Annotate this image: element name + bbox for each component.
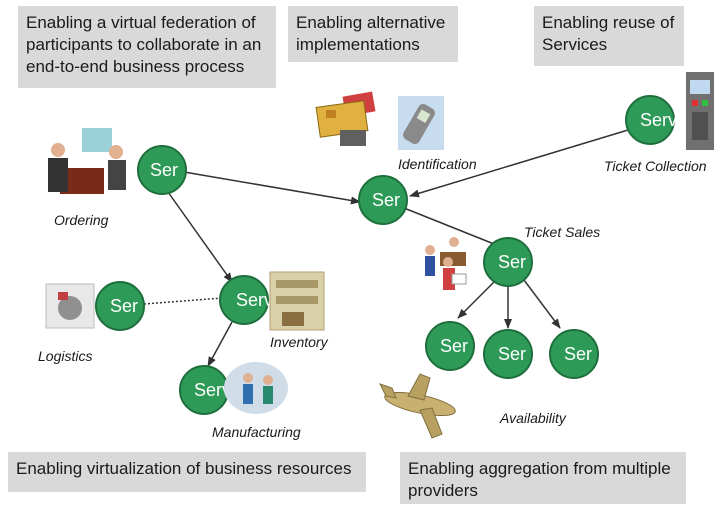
edge-ordering-hub [183, 171, 361, 205]
label-identification: Identification [398, 156, 477, 172]
mobile-phone-illustration [398, 96, 444, 150]
edge-hub-sales [403, 207, 495, 245]
service-node-hub-text: Ser [372, 190, 400, 210]
service-node-logistics: Ser [95, 281, 145, 331]
callout-alternative-implementations: Enabling alternative implementations [288, 6, 458, 62]
service-node-logistics-text: Ser [110, 296, 138, 316]
edge-inventory-manufacturing [207, 321, 233, 367]
ticket-sales-people-illustration [425, 237, 467, 290]
callout-reuse: Enabling reuse of Services [534, 6, 684, 66]
service-node-availability-1-text: Ser [440, 336, 468, 356]
edge-collection-hub [409, 129, 629, 198]
service-node-ordering-text: Ser [150, 160, 178, 180]
service-node-ticket-sales-text: Ser [498, 252, 526, 272]
service-node-availability-1: Ser [425, 321, 475, 371]
label-logistics: Logistics [38, 348, 93, 364]
manufacturing-illustration [224, 362, 288, 414]
edge-sales-avail1 [457, 281, 495, 319]
ordering-office-illustration [48, 128, 126, 194]
service-node-availability-2: Ser [483, 329, 533, 379]
label-ticket-sales: Ticket Sales [524, 224, 601, 240]
service-node-ticket-collection-text: Service [640, 110, 700, 130]
edge-sales-avail3 [523, 279, 561, 329]
service-node-ordering: Ser [137, 145, 187, 195]
service-node-ticket-sales: Ser [483, 237, 533, 287]
label-availability: Availability [500, 410, 566, 426]
callout-virtualization: Enabling virtualization of business reso… [8, 452, 366, 492]
edge-ordering-inventory [167, 191, 233, 283]
service-node-hub: Ser [358, 175, 408, 225]
logistics-illustration [45, 283, 95, 329]
label-ticket-collection: Ticket Collection [604, 158, 707, 174]
airplane-illustration [379, 373, 456, 439]
service-node-availability-3: Ser [549, 329, 599, 379]
callout-aggregation: Enabling aggregation from multiple provi… [400, 452, 686, 504]
credit-cards-illustration [315, 91, 376, 146]
inventory-warehouse-illustration [269, 271, 325, 331]
service-node-ticket-collection: Service [625, 95, 700, 145]
service-node-availability-2-text: Ser [498, 344, 526, 364]
edge-logistics-inventory [143, 297, 223, 305]
service-node-availability-3-text: Ser [564, 344, 592, 364]
label-ordering: Ordering [54, 212, 109, 228]
edges [143, 129, 629, 367]
label-inventory: Inventory [270, 334, 328, 350]
label-manufacturing: Manufacturing [212, 424, 301, 440]
callout-federation: Enabling a virtual federation of partici… [18, 6, 276, 88]
ticket-machine-illustration [686, 72, 714, 150]
